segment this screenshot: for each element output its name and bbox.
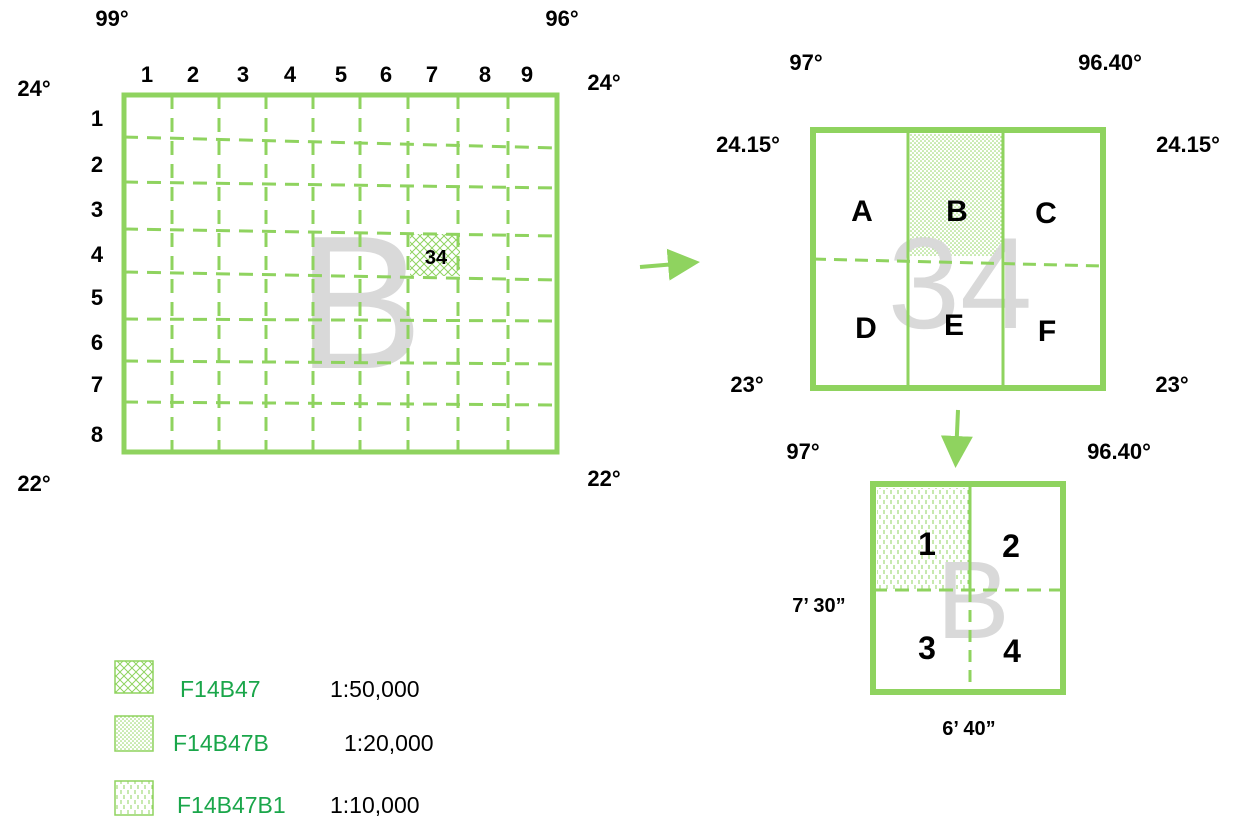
lat-label-bottom-right: 22° [587, 466, 620, 491]
sheet-34-divider [812, 257, 1104, 268]
highlight-label: 34 [425, 247, 448, 269]
column-label: 8 [479, 62, 491, 87]
sheet-34-lon-right: 96.40° [1078, 50, 1142, 75]
lon-label-left: 99° [95, 6, 128, 31]
sheet-34-lat-bottom-left: 23° [730, 372, 763, 397]
row-label: 5 [91, 285, 103, 310]
column-label: 3 [237, 62, 249, 87]
legend-item: F14B47B1 1:10,000 [114, 780, 420, 818]
sheet-34-cell-f: F [1038, 315, 1056, 348]
arrow-down [940, 409, 973, 468]
arrow-right [639, 248, 700, 281]
row-label: 2 [91, 152, 103, 177]
highlight-cell [410, 234, 460, 276]
sheet-34-cell-a: A [851, 195, 873, 228]
legend-swatch-dots [114, 715, 154, 752]
row-label: 7 [91, 372, 103, 397]
sheet-b-cell-4: 4 [1003, 633, 1021, 669]
legend-swatch-dashes [114, 780, 154, 816]
column-label: 5 [335, 62, 347, 87]
sheet-34-highlight-b [910, 134, 1002, 256]
sheet-b-frame [870, 481, 1066, 695]
grid-line-horizontal [123, 227, 558, 238]
grid-line-horizontal [123, 400, 558, 407]
sheet-34-cell-c: C [1035, 197, 1057, 230]
legend-item: F14B47 1:50,000 [114, 660, 420, 702]
legend-swatch-crosshatch [114, 660, 154, 694]
sheet-34: 34 A B C D E F 97° 96.40° 24.15° 24.15° … [716, 50, 1220, 397]
legend-code: F14B47B1 [177, 792, 286, 818]
sheet-b-watermark: B [936, 539, 1009, 662]
lat-label-top-left: 24° [17, 76, 50, 101]
legend-code: F14B47 [180, 676, 261, 702]
main-grid-lines [121, 92, 560, 455]
sheet-b-side-label: 7’ 30” [792, 595, 845, 617]
sheet-b-bottom-label: 6’ 40” [942, 718, 995, 740]
grid-line-horizontal [123, 270, 558, 282]
column-label: 7 [426, 62, 438, 87]
row-labels: 1 2 3 4 5 6 7 8 [91, 106, 104, 447]
grid-line-horizontal [123, 180, 558, 190]
legend-item: F14B47B 1:20,000 [114, 715, 434, 756]
main-grid-highlight: 34 [410, 234, 460, 276]
grid-line-horizontal [123, 359, 558, 366]
sheet-b-cell-3: 3 [918, 630, 936, 666]
sheet-b-cell-1: 1 [918, 526, 936, 562]
sheet-b-cell-2: 2 [1002, 528, 1020, 564]
column-label: 4 [284, 62, 297, 87]
sheet-b-lon-left: 97° [786, 439, 819, 464]
sheet-34-lon-left: 97° [789, 50, 822, 75]
grid-line-horizontal [123, 317, 558, 323]
row-label: 3 [91, 197, 103, 222]
row-label: 6 [91, 330, 103, 355]
sheet-34-watermark: 34 [888, 210, 1033, 356]
grid-line-horizontal [123, 135, 558, 150]
legend: F14B47 1:50,000 F14B47B 1:20,000 F14B47B… [114, 660, 434, 818]
legend-scale: 1:20,000 [344, 730, 434, 756]
legend-code: F14B47B [173, 730, 269, 756]
legend-scale: 1:10,000 [330, 792, 420, 818]
column-label: 6 [380, 62, 392, 87]
column-label: 9 [521, 62, 533, 87]
sheet-34-lat-top-right: 24.15° [1156, 132, 1220, 157]
lon-label-right: 96° [545, 6, 578, 31]
legend-scale: 1:50,000 [330, 676, 420, 702]
column-labels: 1 2 3 4 5 6 7 8 9 [141, 62, 533, 87]
row-label: 1 [91, 106, 103, 131]
sheet-34-lat-bottom-right: 23° [1155, 372, 1188, 397]
main-grid-frame [121, 92, 560, 455]
row-label: 4 [91, 242, 104, 267]
column-label: 1 [141, 62, 153, 87]
sheet-b: B 1 2 3 4 97° 96.40° 7’ 30” 6’ 40” [786, 439, 1151, 740]
lat-label-bottom-left: 22° [17, 471, 50, 496]
sheet-34-lat-top-left: 24.15° [716, 132, 780, 157]
sheet-34-cell-d: D [855, 312, 877, 345]
sheet-b-lon-right: 96.40° [1087, 439, 1151, 464]
column-label: 2 [187, 62, 199, 87]
sheet-b-highlight-1 [877, 488, 969, 590]
lat-label-top-right: 24° [587, 70, 620, 95]
row-label: 8 [91, 422, 103, 447]
sheet-34-cell-e: E [944, 309, 964, 342]
sheet-34-cell-b: B [946, 195, 968, 228]
